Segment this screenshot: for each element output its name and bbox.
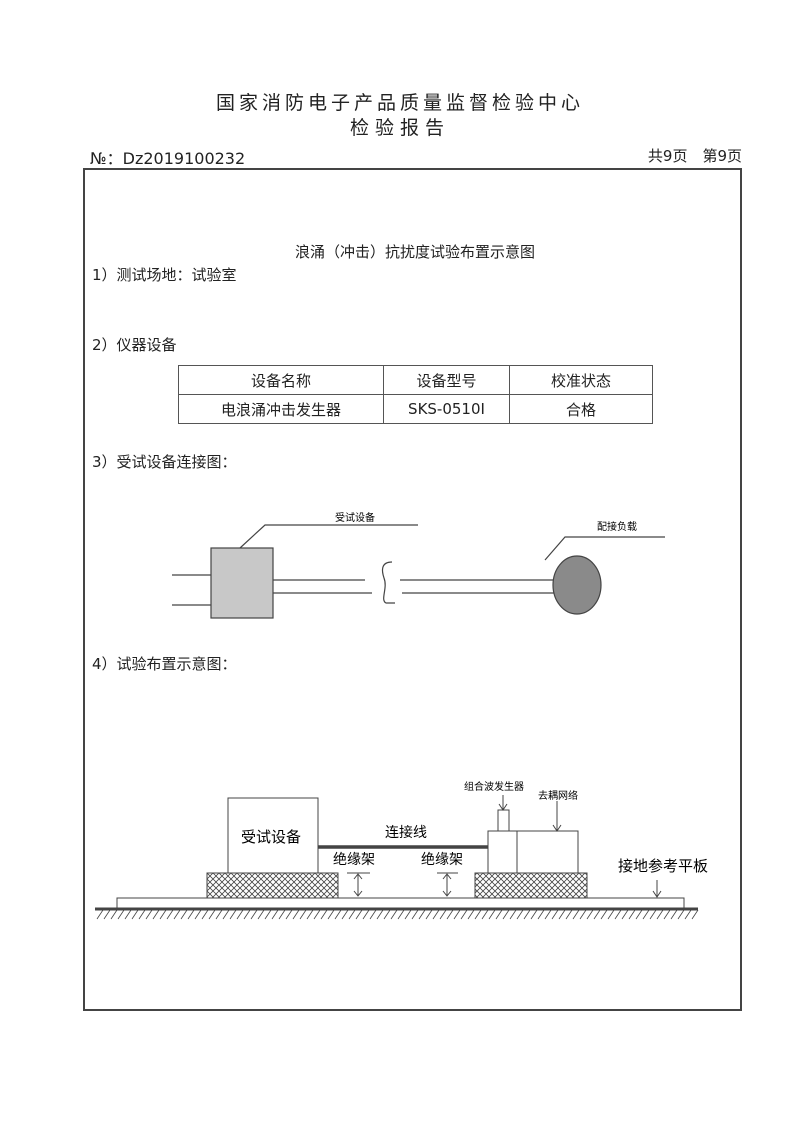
cell: SKS-0510I [383, 394, 510, 424]
generator-label: 组合波发生器 [464, 780, 524, 793]
section-equipment: 2）仪器设备 [92, 336, 177, 354]
doc-title: 浪涌（冲击）抗扰度试验布置示意图 [294, 243, 535, 261]
conn-load-label: 配接负载 [597, 520, 637, 533]
page-count: 共9页 第9页 [647, 147, 742, 165]
leader-lines [239, 524, 665, 561]
layout-diagram [95, 795, 699, 920]
header-cell: 设备型号 [383, 365, 510, 395]
break-symbol [381, 561, 395, 604]
header-cell: 校准状态 [509, 365, 653, 395]
generator-support [474, 872, 588, 899]
generator-box [487, 830, 518, 874]
cell: 电浪涌冲击发生器 [178, 394, 384, 424]
org-name: 国家消防电子产品质量监督检验中心 [215, 92, 584, 114]
ground-plate [116, 897, 685, 909]
eut-box [210, 547, 274, 619]
load-circle [552, 555, 602, 615]
connection-diagram [172, 524, 665, 619]
support-label-2: 绝缘架 [421, 852, 463, 868]
support-label-1: 绝缘架 [333, 852, 375, 868]
height-arrows [347, 872, 458, 896]
section-connection: 3）受试设备连接图： [92, 453, 237, 471]
cell: 合格 [509, 394, 653, 424]
report-title: 检验报告 [349, 117, 450, 139]
cable-label: 连接线 [385, 824, 427, 841]
eut-support [206, 872, 339, 899]
eut-box [227, 797, 319, 874]
section-layout: 4）试验布置示意图： [92, 655, 237, 673]
conn-eut-label: 受试设备 [335, 511, 375, 524]
cdn-box [516, 830, 579, 874]
ground-hatching [96, 909, 699, 920]
generator-output [497, 809, 510, 832]
report-number: №：Dz2019100232 [90, 149, 246, 168]
content-frame [83, 168, 742, 1011]
cdn-label: 去耦网络 [538, 789, 578, 802]
ground-plate-label: 接地参考平板 [618, 857, 708, 875]
layout-eut-label: 受试设备 [241, 828, 301, 846]
section-site: 1）测试场地：试验室 [92, 266, 237, 284]
